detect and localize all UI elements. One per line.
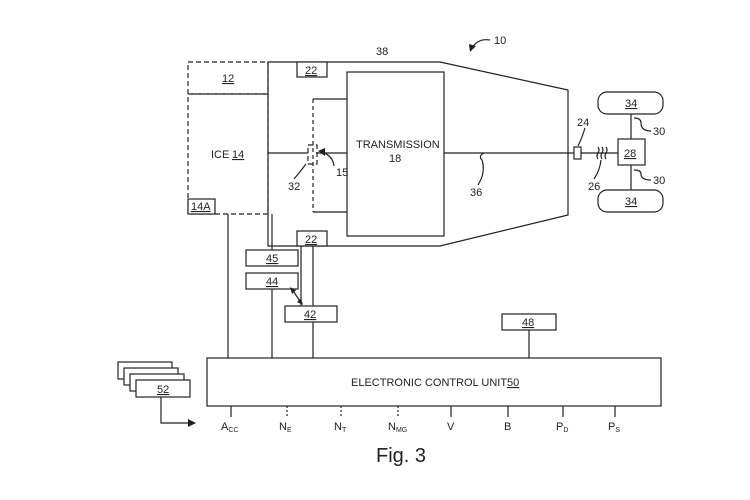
ice-sub-label: 14A <box>191 201 211 213</box>
shaft-36-leader <box>477 152 485 186</box>
transmission-box <box>346 71 445 237</box>
ref-10-label: 10 <box>494 35 506 47</box>
axle-30-top-label: 30 <box>653 126 665 138</box>
block-42-label: 42 <box>304 309 316 321</box>
link-arrowhead-up <box>290 287 296 294</box>
wheel-34-top <box>597 91 664 115</box>
sensor-24 <box>573 146 582 160</box>
differential-label: 28 <box>624 148 636 160</box>
joint-squiggle-1 <box>596 146 600 160</box>
sensor-22-bottom-label: 22 <box>305 234 317 246</box>
joint-squiggle-3 <box>604 146 608 160</box>
signal-ps: PS <box>608 421 620 434</box>
signal-nt: NT <box>334 421 347 434</box>
housing-label: 38 <box>376 46 388 58</box>
sensor-24-label: 24 <box>577 117 589 129</box>
shaft-32-leader <box>293 163 307 180</box>
signal-nmg: NMG <box>388 421 407 434</box>
axle-30-top-leader <box>633 117 652 132</box>
block-42 <box>284 305 338 323</box>
sensor-22-bottom <box>296 230 328 247</box>
wheel-34-bottom <box>597 189 664 213</box>
ecu-50 <box>206 357 662 407</box>
axle-26-label: 26 <box>588 181 600 193</box>
axle-30-bottom-leader <box>633 169 652 181</box>
joint-squiggle-2 <box>600 146 604 160</box>
signal-acc: ACC <box>221 421 238 434</box>
line-52-arrow <box>160 397 190 424</box>
axle-30-bottom-label: 30 <box>653 175 665 187</box>
arrowhead-52 <box>188 419 196 427</box>
block-52 <box>135 379 191 398</box>
signal-v: V <box>447 421 455 433</box>
signal-pd: PD <box>556 421 568 434</box>
block-45-label: 45 <box>266 253 278 265</box>
clutch-15 <box>307 144 318 165</box>
sensor-22-top <box>296 61 328 78</box>
signal-b: B <box>504 421 511 433</box>
clutch-label: 15 <box>336 167 348 179</box>
block-48-label: 48 <box>522 317 534 329</box>
sensor-24-leader <box>577 127 586 147</box>
transmission-number: 18 <box>389 153 401 165</box>
figure-caption: Fig. 3 <box>376 445 426 467</box>
sensor-22-top-label: 22 <box>305 65 317 77</box>
block-12-label: 12 <box>222 73 234 85</box>
shaft-32-label: 32 <box>288 181 300 193</box>
ice-sub-block <box>187 198 216 215</box>
signal-ne: NE <box>279 421 292 434</box>
transmission-label: TRANSMISSION <box>356 139 440 151</box>
transmission-housing <box>267 61 569 247</box>
block-44-label: 44 <box>266 276 278 288</box>
ecu-label: ELECTRONIC CONTROL UNIT <box>351 377 507 389</box>
ice-label: ICE <box>211 149 229 161</box>
shaft-36-label: 36 <box>470 187 482 199</box>
ice-number: 14 <box>232 149 244 161</box>
ref-10-arrowhead <box>469 44 476 52</box>
ecu-number: 50 <box>507 377 519 389</box>
wheel-34-bottom-label: 34 <box>625 196 637 208</box>
clutch-arrowhead <box>318 148 325 156</box>
block-52-label: 52 <box>157 384 169 396</box>
axle-26-leader <box>593 159 602 180</box>
wheel-34-top-label: 34 <box>625 98 637 110</box>
